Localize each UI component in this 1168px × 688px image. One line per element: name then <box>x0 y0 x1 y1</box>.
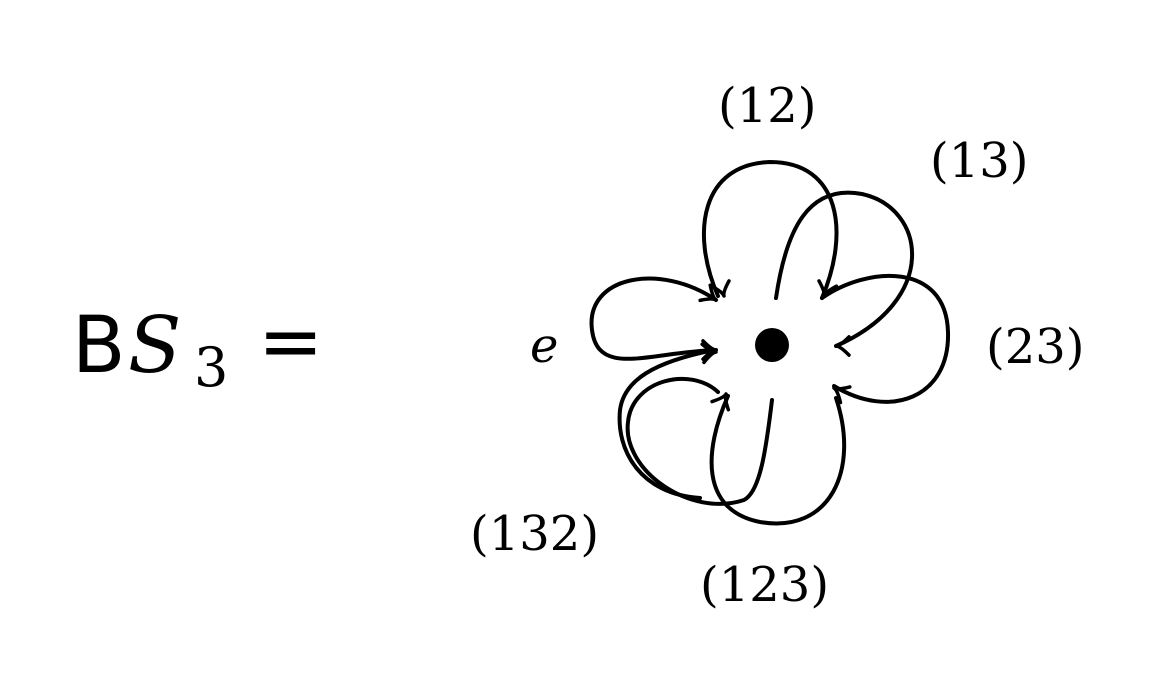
arrowhead-7 <box>700 342 718 365</box>
arrowhead-3 <box>817 279 839 298</box>
loop-labels: e (12) (13) (23) (123) (132) <box>470 78 1085 613</box>
loop-123b <box>709 394 847 526</box>
loop-23 <box>820 273 951 404</box>
arrowhead-2 <box>709 279 731 298</box>
loops-group <box>589 160 951 526</box>
loop-label-12: (12) <box>718 78 817 134</box>
lhs-prefix: B <box>72 301 126 391</box>
loop-label-132: (132) <box>470 506 599 562</box>
loop-label-13: (13) <box>930 133 1029 189</box>
basepoint-vertex <box>755 328 789 362</box>
loop-label-e: e <box>530 318 558 374</box>
arrowhead-6 <box>710 392 731 412</box>
loop-12 <box>701 160 839 300</box>
equation-lhs: B S 3 = <box>72 297 323 399</box>
loop-e <box>589 276 718 361</box>
arrowheads-group <box>698 279 852 412</box>
arrowhead-0 <box>701 339 718 361</box>
loop-123 <box>625 376 774 506</box>
loop-label-23: (23) <box>986 319 1085 375</box>
loop-13 <box>774 190 915 348</box>
lhs-group-symbol: S <box>128 301 181 391</box>
arrowhead-5 <box>832 385 852 405</box>
arrowhead-1 <box>698 283 718 303</box>
equals-sign: = <box>258 297 323 387</box>
loop-label-123: (123) <box>700 557 829 613</box>
arrowhead-4 <box>834 335 851 357</box>
loop-132 <box>617 348 716 500</box>
lhs-subscript: 3 <box>194 336 228 399</box>
